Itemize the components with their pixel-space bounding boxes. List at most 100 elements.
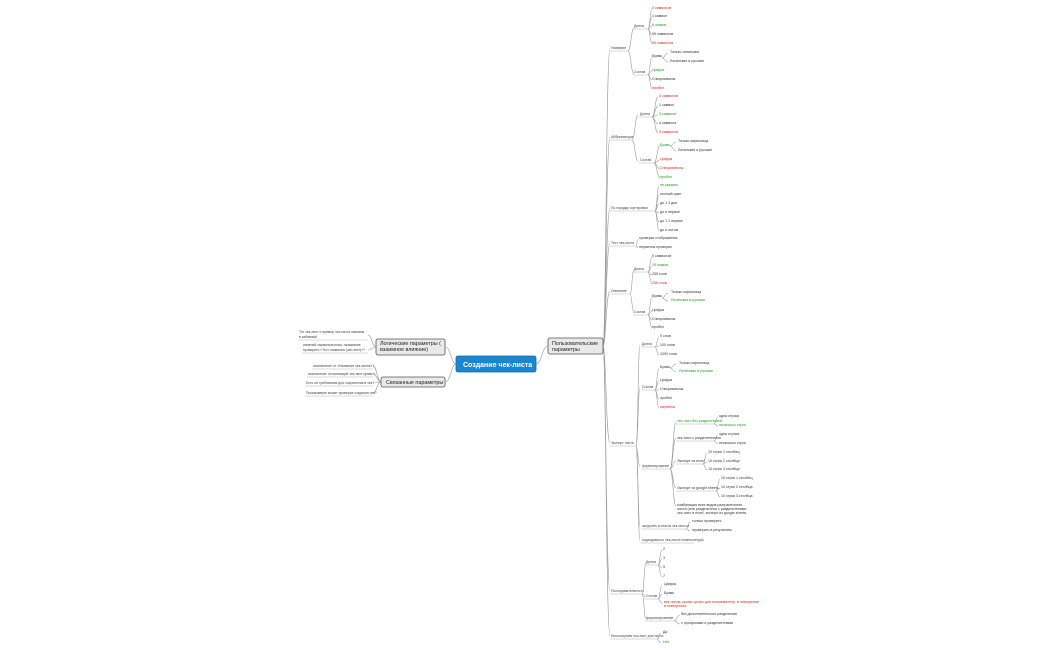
svg-text:Спецсимволы: Спецсимволы bbox=[652, 77, 676, 81]
branch-logical-params-line1: Логические параметры ( bbox=[380, 341, 441, 347]
svg-text:Пользовательские: Пользовательские bbox=[552, 341, 598, 347]
svg-text:8 знаков: 8 знаков bbox=[652, 23, 666, 27]
svg-text:10 строк 1 столбец: 10 строк 1 столбец bbox=[708, 450, 740, 454]
svg-text:Состав: Состав bbox=[642, 385, 653, 389]
svg-text:3: 3 bbox=[663, 556, 665, 560]
svg-text:Только кириллица: Только кириллица bbox=[671, 290, 701, 294]
svg-text:листа (или разделителя с разде: листа (или разделителя с разделителями bbox=[677, 507, 746, 511]
svg-text:2: 2 bbox=[663, 547, 665, 551]
svg-text:Нет: Нет bbox=[663, 640, 669, 644]
svg-text:50 символов: 50 символов bbox=[652, 41, 673, 45]
svg-text:256 слов: 256 слов bbox=[652, 281, 667, 285]
section-export: Длина Состав форматирование загрузить в … bbox=[635, 334, 753, 544]
l1-order: По порядку сортировки bbox=[611, 206, 648, 210]
svg-text:параметры: параметры bbox=[552, 347, 580, 353]
l1-history: Последовательность bbox=[611, 589, 644, 593]
note-1-line2: в забавный bbox=[299, 335, 317, 339]
level1-labels: Название Аббревиатура По порядку сортиро… bbox=[610, 46, 663, 640]
svg-text:Экспорт из excel: Экспорт из excel bbox=[677, 459, 705, 463]
svg-text:10 строк 2 столбца: 10 строк 2 столбца bbox=[708, 459, 740, 463]
svg-text:Спецсимволы: Спецсимволы bbox=[660, 387, 684, 391]
svg-text:проверить в результаты: проверить в результаты bbox=[692, 528, 732, 532]
svg-text:Цифры: Цифры bbox=[660, 378, 673, 382]
svg-text:Длина: Длина bbox=[640, 112, 650, 116]
section-desc: Длина Состав 0 символов 15 знаков 255 сл… bbox=[629, 254, 705, 329]
svg-text:в повторении: в повторении bbox=[664, 604, 686, 608]
l1-name: Название bbox=[611, 46, 626, 50]
svg-text:первичны проверки: первичны проверки bbox=[639, 245, 672, 249]
l1-test: Тест чек-листа bbox=[611, 241, 634, 245]
root-node[interactable]: Создание чек-листа bbox=[455, 355, 537, 373]
note-3: исключение от «Название чек-листа»? bbox=[313, 364, 374, 368]
svg-text:подходимость чек-листа номенкл: подходимость чек-листа номенклатура bbox=[642, 538, 704, 542]
l1-desc: Описание bbox=[611, 289, 627, 293]
svg-text:форматирование: форматирование bbox=[646, 616, 673, 620]
svg-text:Спецсимволы: Спецсимволы bbox=[660, 166, 684, 170]
svg-text:Буквы: Буквы bbox=[664, 591, 675, 595]
svg-text:пробел: пробел bbox=[652, 325, 664, 329]
svg-text:15 знаков: 15 знаков bbox=[652, 263, 668, 267]
svg-text:Латинские и русские: Латинские и русские bbox=[679, 369, 713, 373]
svg-text:Состав: Состав bbox=[646, 594, 657, 598]
svg-text:пробел: пробел bbox=[652, 86, 664, 90]
svg-text:3 символа: 3 символа bbox=[659, 112, 676, 116]
svg-text:чек-лист без разделителей: чек-лист без разделителей bbox=[677, 419, 722, 423]
note-4: исключение отсылающий чек-лист прямо? bbox=[308, 372, 375, 376]
svg-text:Длина: Длина bbox=[634, 267, 644, 271]
svg-text:не указано: не указано bbox=[660, 183, 678, 187]
svg-text:только проверить: только проверить bbox=[692, 519, 722, 523]
svg-text:одна строка: одна строка bbox=[719, 414, 739, 418]
note-1-line1: Тот чек-лист и пример чек-листа связаны bbox=[299, 330, 365, 334]
svg-text:до и потом: до и потом bbox=[660, 228, 679, 232]
branch-user-params[interactable]: Пользовательские параметры bbox=[547, 337, 604, 355]
svg-text:Длина: Длина bbox=[642, 342, 652, 346]
svg-text:Буквы: Буквы bbox=[660, 143, 671, 147]
svg-text:10 строк 3 столбца: 10 строк 3 столбца bbox=[721, 494, 753, 498]
svg-text:чек-лист с разделителями: чек-лист с разделителями bbox=[677, 436, 721, 440]
svg-text:Длина: Длина bbox=[646, 560, 656, 564]
svg-text:Состав: Состав bbox=[640, 158, 651, 162]
root-title: Создание чек-листа bbox=[463, 362, 532, 369]
svg-text:Да: Да bbox=[663, 630, 667, 634]
l1-use-in: Используемы чек-лист для листа bbox=[611, 634, 663, 638]
section-name: Длина Состав 0 символов 1 символ 8 знако… bbox=[627, 6, 704, 90]
svg-text:чек-лист в excel, экспорт из g: чек-лист в excel, экспорт из google shee… bbox=[677, 511, 746, 515]
svg-text:10 строк 2 столбца: 10 строк 2 столбца bbox=[721, 485, 753, 489]
svg-text:Латинские и русские: Латинские и русские bbox=[670, 59, 704, 63]
svg-text:10 строк 1 столбец: 10 строк 1 столбец bbox=[721, 476, 753, 480]
svg-text:до 1 3 дня: до 1 3 дня bbox=[660, 201, 677, 205]
svg-text:Состав: Состав bbox=[634, 310, 645, 314]
l1-export: Экспорт листа bbox=[611, 441, 634, 445]
svg-text:10 строк 3 столбца: 10 строк 3 столбца bbox=[708, 467, 740, 471]
svg-text:пробел: пробел bbox=[660, 175, 672, 179]
svg-text:полный цикл: полный цикл bbox=[660, 192, 681, 196]
svg-text:до 1 2 первое: до 1 2 первое bbox=[660, 219, 683, 223]
svg-text:1 символ: 1 символ bbox=[652, 14, 667, 18]
svg-text:пробел: пробел bbox=[660, 396, 672, 400]
section-test: проверки отображения первичны проверки bbox=[635, 236, 677, 249]
svg-text:4 символа: 4 символа bbox=[659, 121, 676, 125]
svg-text:комбинация всех видов разграни: комбинация всех видов разграничения bbox=[677, 503, 742, 507]
svg-text:Цифры: Цифры bbox=[660, 157, 673, 161]
note-2-line1: изменяй характеристики, называние bbox=[303, 343, 361, 347]
svg-text:0 слов: 0 слов bbox=[660, 334, 671, 338]
svg-text:Буквы: Буквы bbox=[652, 294, 663, 298]
section-order: не указано полный цикл до 1 3 дня до и п… bbox=[654, 183, 683, 232]
section-history: Длина Состав форматирование 2 3 5 7 Цифр… bbox=[641, 547, 759, 625]
svg-text:5: 5 bbox=[663, 565, 665, 569]
svg-text:картинка: картинка bbox=[660, 405, 675, 409]
svg-text:Только кириллица: Только кириллица bbox=[679, 361, 709, 365]
svg-text:Только латинские: Только латинские bbox=[670, 50, 699, 54]
svg-text:все числа, кроме целых для пол: все числа, кроме целых для пользователя,… bbox=[664, 600, 759, 604]
svg-text:загрузить в список чек-листов: загрузить в список чек-листов bbox=[642, 524, 689, 528]
svg-text:7: 7 bbox=[663, 574, 665, 578]
svg-text:0 символов: 0 символов bbox=[652, 6, 671, 10]
svg-text:до и первое: до и первое bbox=[660, 210, 680, 214]
svg-text:несколько строк: несколько строк bbox=[719, 423, 746, 427]
section-use-in: Да Нет bbox=[656, 630, 669, 644]
svg-text:Состав: Состав bbox=[634, 70, 645, 74]
svg-text:форматирование: форматирование bbox=[642, 464, 669, 468]
svg-text:1 символ: 1 символ bbox=[659, 103, 674, 107]
branch-related-params-label: Связанные параметры bbox=[386, 380, 443, 386]
svg-text:255 слов: 255 слов bbox=[652, 272, 667, 276]
